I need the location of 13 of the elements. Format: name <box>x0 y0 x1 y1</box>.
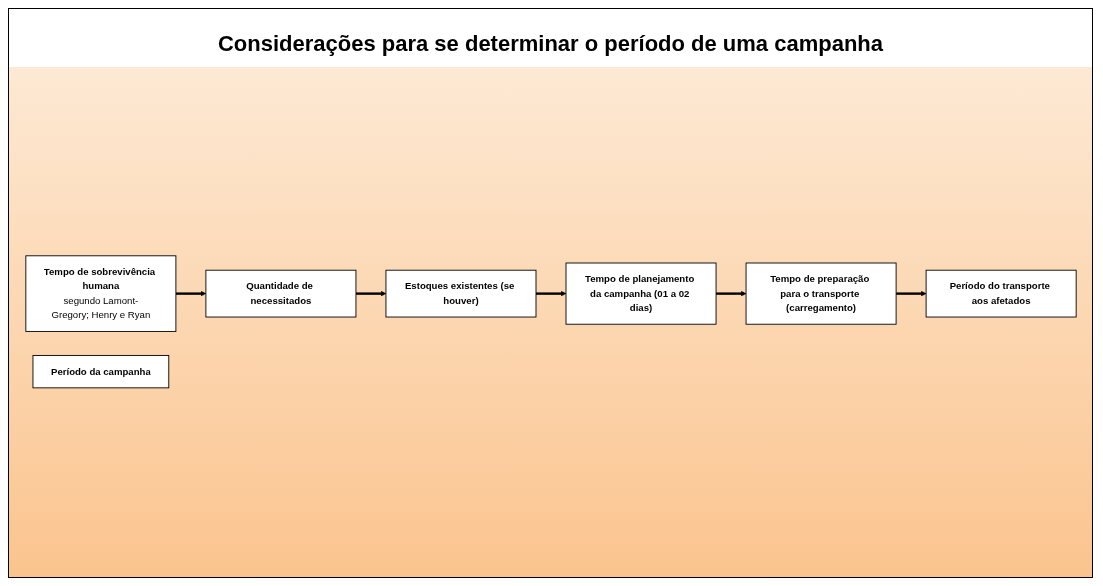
node-box <box>565 262 716 325</box>
arrow <box>715 291 746 297</box>
node-box <box>32 355 169 389</box>
node-box <box>925 269 1077 318</box>
node-box <box>204 269 356 318</box>
arrow <box>895 291 926 297</box>
arrow <box>535 291 566 297</box>
node-box <box>24 255 176 333</box>
node-box <box>745 262 897 325</box>
arrow <box>175 291 206 297</box>
arrow <box>355 291 386 297</box>
node-box <box>385 269 536 318</box>
gradient-panel: Tempo de sobrevivência humana segundo Lamont-Gregory; Henry e Ryan Quantidade de necessitados Estoques existentes (se houver) Tempo de planejamento da campanha (01 a 02 dias) Tempo de preparação para o transporte (carregamento) Período do transporte aos afetados Período da campanha <box>9 67 1092 577</box>
